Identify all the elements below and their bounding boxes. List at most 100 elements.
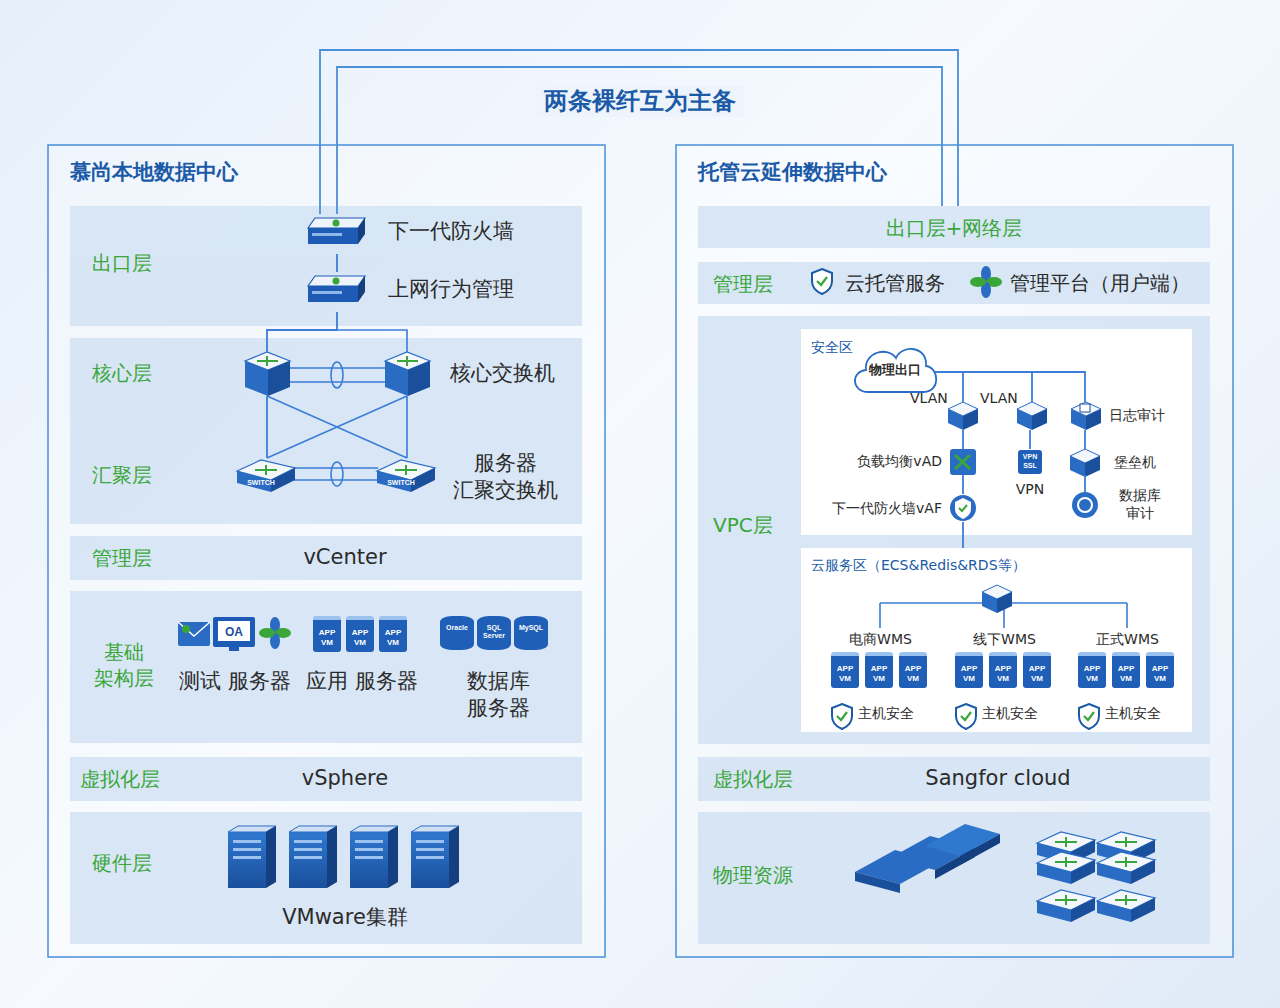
network-link xyxy=(1084,430,1086,449)
node-label: 测试 服务器 xyxy=(172,668,298,695)
node-label: 基础 架构层 xyxy=(84,639,164,691)
node-label: 数据库 审计 xyxy=(1110,486,1170,522)
node-text: Sangfor cloud xyxy=(888,765,1108,792)
device: 日志审计 xyxy=(1071,402,1099,430)
layer-band: 基础 架构层测试 服务器应用 服务器数据库 服务器 xyxy=(70,591,582,743)
layer-band: 虚拟化层 vSphere xyxy=(70,757,582,801)
node-label: VLAN xyxy=(910,389,950,407)
vm-icon: APP VM xyxy=(831,652,859,688)
device: 下一代防火墙vAF xyxy=(949,494,977,522)
node-label: 出口层 xyxy=(92,250,182,276)
zone-box: 安全区物理出口VLANVLAN日志审计负载均衡vAD下一代防火墙vAFVPN堡垒… xyxy=(801,329,1192,535)
zone-box: 云服务区（ECS&Redis&RDS等） 电商WMS 主机安全 线下WMS 主机安全 正式… xyxy=(801,548,1192,732)
node-text: VMware集群 xyxy=(220,904,470,931)
cloud-node: 物理出口 xyxy=(855,347,935,395)
vm-icon: APP VM xyxy=(899,652,927,688)
switch-pair: 核心交换机 xyxy=(240,352,570,396)
edge-label: 两条裸纤互为主备 xyxy=(536,86,744,117)
network-link xyxy=(1029,430,1031,449)
node-text: vCenter xyxy=(245,544,445,571)
icon-text: SWITCH xyxy=(242,478,280,488)
vm-icon: APP VM xyxy=(379,616,407,652)
vm-icon: APP VM xyxy=(1112,652,1140,688)
layer-band: 管理层 云托管服务 管理平台（用户端） xyxy=(698,262,1210,304)
node-label: 慕尚本地数据中心 xyxy=(70,159,370,186)
network-link xyxy=(962,522,964,548)
vm-icon: APP VM xyxy=(346,616,374,652)
layer-band: 虚拟化层 Sangfor cloud xyxy=(698,757,1210,801)
layer-band: 出口层+网络层 xyxy=(698,206,1210,248)
panel: 慕尚本地数据中心出口层 下一代防火墙上网行为管理核心层汇聚层 核心交换机服务器 汇聚… xyxy=(48,145,605,957)
icon-text: SWITCH xyxy=(382,478,420,488)
node-label: 安全区 xyxy=(811,338,891,356)
device: 数据库 审计 xyxy=(1072,492,1098,518)
database-icon: MySQL xyxy=(514,616,548,650)
node-text: 汇聚层 xyxy=(92,462,182,488)
node-label: 物理出口 xyxy=(855,362,935,379)
node-text: 主机安全 xyxy=(982,704,1057,722)
node-label: 托管云延伸数据中心 xyxy=(698,159,998,186)
node-label: VPC层 xyxy=(713,512,793,538)
device: 负载均衡vAD xyxy=(950,449,976,475)
node-label: 下一代防火墙vAF xyxy=(812,499,942,517)
network-link xyxy=(1084,475,1086,492)
node-label: 虚拟化层 xyxy=(80,766,180,792)
fiber-link xyxy=(320,50,958,214)
node-label: 管理层 xyxy=(92,545,182,571)
node-label: VPN xyxy=(1010,480,1050,498)
node-label: 日志审计 xyxy=(1109,406,1184,424)
network-link xyxy=(962,475,964,494)
node-text: 管理平台（用户端） xyxy=(1010,270,1208,296)
node-text: 主机安全 xyxy=(858,704,933,722)
node-text: 主机安全 xyxy=(1105,704,1180,722)
node-label: 负载均衡vAD xyxy=(838,452,942,470)
node-label: 核心层 xyxy=(92,360,182,386)
node-label: 线下WMS xyxy=(947,630,1062,648)
switch: VLAN xyxy=(1017,402,1047,430)
node-label: 管理层 xyxy=(713,271,793,297)
network-link xyxy=(962,430,964,449)
vm-icon: APP VM xyxy=(1146,652,1174,688)
icon-text: OA xyxy=(218,624,250,640)
network-link xyxy=(336,254,338,272)
vm-icon: APP VM xyxy=(313,616,341,652)
layer-band: 物理资源 xyxy=(698,812,1210,944)
node-label: VLAN xyxy=(980,389,1020,407)
node-label: 电商WMS xyxy=(823,630,938,648)
node-text: vSphere xyxy=(245,765,445,792)
layer-band: 出口层 下一代防火墙上网行为管理 xyxy=(70,206,582,326)
node-label: 数据库 服务器 xyxy=(432,668,564,723)
fiber-link xyxy=(337,67,942,214)
vm-icon: APP VM xyxy=(989,652,1017,688)
database-icon: Oracle xyxy=(440,616,474,650)
node-label: 应用 服务器 xyxy=(300,668,424,695)
node-label: 正式WMS xyxy=(1070,630,1185,648)
node-label: 物理资源 xyxy=(713,862,813,888)
device: 下一代防火墙 xyxy=(305,214,540,254)
network-link xyxy=(266,396,268,458)
node-label: 核心交换机 xyxy=(450,360,568,387)
node-label: 硬件层 xyxy=(92,850,182,876)
node-label: 云服务区（ECS&Redis&RDS等） xyxy=(811,556,1141,574)
icon-text: VPN SSL xyxy=(1018,450,1042,474)
device: 上网行为管理 xyxy=(305,272,540,312)
node-label: 下一代防火墙 xyxy=(388,218,538,245)
layer-band: 硬件层 VMware集群 xyxy=(70,812,582,944)
node-label: 出口层+网络层 xyxy=(698,215,1210,241)
node-label: 虚拟化层 xyxy=(713,766,813,792)
vm-icon: APP VM xyxy=(1023,652,1051,688)
switch: VLAN xyxy=(948,402,978,430)
node-label: 堡垒机 xyxy=(1114,453,1184,471)
vm-icon: APP VM xyxy=(1078,652,1106,688)
node-label: 上网行为管理 xyxy=(388,276,538,303)
node-text: 云托管服务 xyxy=(845,270,960,296)
device: 堡垒机 xyxy=(1072,449,1098,475)
node-label: 服务器 汇聚交换机 xyxy=(443,450,567,505)
layer-band: 管理层 vCenter xyxy=(70,536,582,580)
vm-icon: APP VM xyxy=(865,652,893,688)
layer-band: 核心层汇聚层 核心交换机服务器 汇聚交换机 xyxy=(70,338,582,524)
vm-icon: APP VM xyxy=(955,652,983,688)
network-link xyxy=(267,312,337,352)
